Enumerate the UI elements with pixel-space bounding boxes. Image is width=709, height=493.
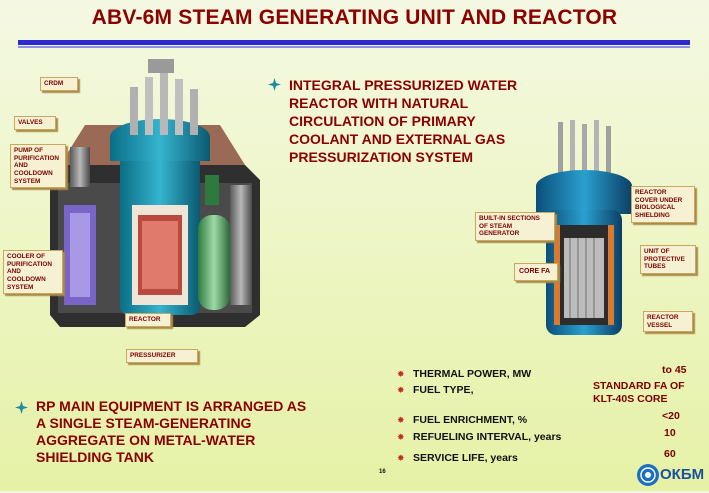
logo-text: ОКБМ: [660, 466, 705, 483]
steam-generating-unit-illustration: [50, 59, 260, 327]
page-title: ABV-6M STEAM GENERATING UNIT AND REACTOR: [91, 6, 618, 29]
valves-label: VALVES: [14, 116, 56, 130]
spec-fuel-type-value: STANDARD FA OF KLT-40S CORE: [593, 380, 685, 405]
spec-refueling-interval-value: 10: [664, 427, 676, 439]
title-underline-secondary: [18, 46, 690, 48]
reactor-illustration: [536, 120, 632, 335]
spec-bullet-icon: ✸: [397, 432, 405, 442]
spec-bullet-icon: ✸: [397, 453, 405, 463]
bullet-icon: [15, 401, 28, 414]
spec-service-life: ✸ SERVICE LIFE, years: [397, 452, 518, 464]
spec-fuel-enrichment-value: <20: [662, 410, 680, 422]
crdm-label: CRDM: [40, 77, 78, 91]
bullet-icon: [268, 78, 281, 91]
spec-bullet-icon: ✸: [397, 385, 405, 395]
okbm-logo: ОКБМ: [636, 462, 708, 488]
equipment-arrangement-text: RP MAIN EQUIPMENT IS ARRANGED AS A SINGL…: [36, 398, 307, 465]
integral-reactor-text: INTEGRAL PRESSURIZED WATER REACTOR WITH …: [289, 77, 518, 165]
page-number: 16: [379, 469, 386, 475]
spec-bullet-icon: ✸: [397, 369, 405, 379]
spec-thermal-power: ✸ THERMAL POWER, MW: [397, 368, 532, 380]
okbm-logo-icon: [637, 464, 659, 486]
spec-fuel-type: ✸ FUEL TYPE,: [397, 384, 474, 396]
spec-thermal-power-value: to 45: [662, 364, 687, 376]
pressurizer-label: PRESSURIZER: [126, 349, 198, 363]
spec-refueling-interval: ✸ REFUELING INTERVAL, years: [397, 431, 562, 443]
reactor-label: REACTOR: [125, 313, 171, 327]
spec-service-life-value: 60: [664, 448, 676, 460]
spec-bullet-icon: ✸: [397, 415, 405, 425]
core-fa-label: CORE FA: [514, 263, 558, 282]
spec-fuel-enrichment: ✸ FUEL ENRICHMENT, %: [397, 414, 528, 426]
title-underline: [18, 40, 690, 45]
